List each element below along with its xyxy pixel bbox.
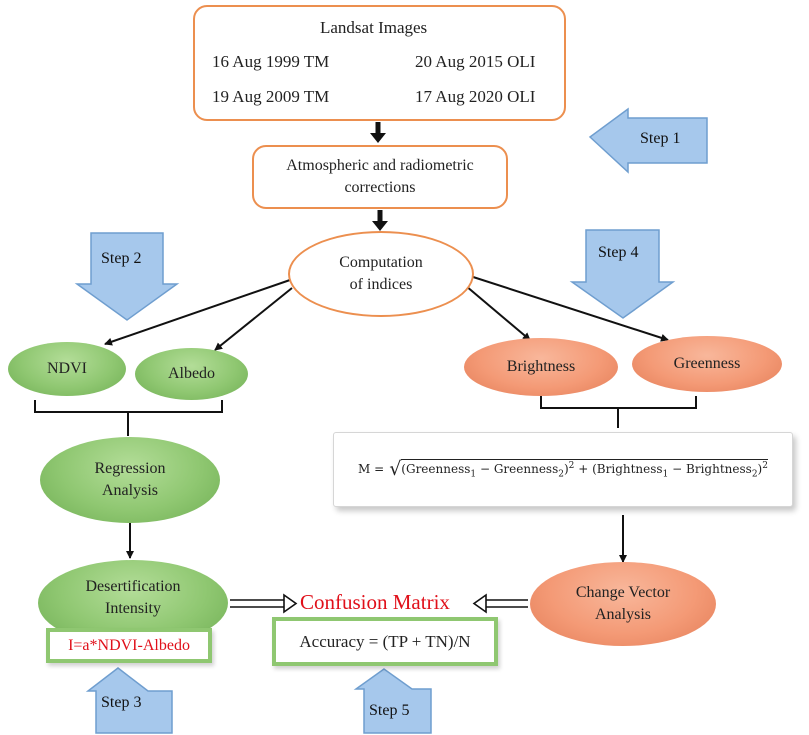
computation-of-indices-node: Computation of indices xyxy=(288,231,474,317)
ndvi-node: NDVI xyxy=(8,342,126,396)
desertification-line2: Intensity xyxy=(105,600,161,617)
step2-arrow-shape xyxy=(74,232,180,321)
corrections-line2: corrections xyxy=(344,179,416,196)
landsat-date-2009: 19 Aug 2009 TM xyxy=(212,87,330,106)
arrow-indices-to-albedo xyxy=(214,287,293,351)
corrections-box: Atmospheric and radiometric corrections xyxy=(252,145,508,209)
regression-line1: Regression xyxy=(94,460,166,477)
arrow-indices-to-brightness xyxy=(465,285,531,341)
step3-label: Step 3 xyxy=(101,694,142,711)
sqrt-sign: √ xyxy=(389,457,402,480)
regression-line2: Analysis xyxy=(102,482,158,499)
landsat-date-2015: 20 Aug 2015 OLI xyxy=(415,52,536,71)
confusion-matrix-title: Confusion Matrix xyxy=(300,590,450,614)
landsat-title: Landsat Images xyxy=(320,18,428,37)
desertification-line1: Desertification xyxy=(85,578,181,595)
albedo-label: Albedo xyxy=(167,365,216,382)
regression-analysis-node: Regression Analysis xyxy=(40,437,220,523)
indices-line1: Computation xyxy=(339,254,423,271)
step1-label: Step 1 xyxy=(640,130,681,147)
cva-line2: Analysis xyxy=(595,606,651,623)
arrow-landsat-to-corrections xyxy=(370,122,386,143)
greenness-node: Greenness xyxy=(632,336,782,392)
double-arrow-desertification-to-confusion xyxy=(230,593,298,614)
brightness-label: Brightness xyxy=(506,358,576,375)
intensity-formula: I=a*NDVI-Albedo xyxy=(68,636,190,654)
landsat-date-2020: 17 Aug 2020 OLI xyxy=(415,87,536,106)
sqrt-content: (Greenness1 − Greenness2)2 + (Brightness… xyxy=(401,459,768,480)
albedo-node: Albedo xyxy=(135,348,248,400)
ndvi-label: NDVI xyxy=(47,360,87,377)
step4-label: Step 4 xyxy=(598,244,639,261)
greenness-label: Greenness xyxy=(673,355,741,372)
double-arrow-cva-to-confusion xyxy=(472,593,528,614)
indices-line2: of indices xyxy=(349,276,413,293)
cva-line1: Change Vector xyxy=(575,584,671,601)
step2-label: Step 2 xyxy=(101,250,142,267)
corrections-line1: Atmospheric and radiometric xyxy=(286,157,474,174)
arrow-corrections-to-indices xyxy=(372,210,388,231)
landsat-date-1999: 16 Aug 1999 TM xyxy=(212,52,330,71)
arrow-indices-to-greenness xyxy=(469,275,669,342)
bracket-brightness-greenness xyxy=(540,396,697,428)
arrow-indices-to-ndvi xyxy=(104,279,291,346)
brightness-node: Brightness xyxy=(464,338,618,396)
accuracy-formula: Accuracy = (TP + TN)/N xyxy=(299,631,471,651)
step3-arrow-shape xyxy=(85,667,173,734)
magnitude-formula: M = √ (Greenness1 − Greenness2)2 + (Brig… xyxy=(358,457,768,480)
bracket-ndvi-albedo xyxy=(34,400,223,436)
step1-arrow-shape xyxy=(588,107,708,174)
change-vector-analysis-node: Change Vector Analysis xyxy=(530,562,716,646)
magnitude-formula-box: M = √ (Greenness1 − Greenness2)2 + (Brig… xyxy=(333,432,793,507)
step5-label: Step 5 xyxy=(369,702,410,719)
accuracy-formula-box: Accuracy = (TP + TN)/N xyxy=(272,617,498,666)
landsat-images-box xyxy=(193,5,566,121)
step4-arrow-shape xyxy=(569,229,676,319)
step5-arrow-shape xyxy=(353,668,432,734)
intensity-formula-box: I=a*NDVI-Albedo xyxy=(46,628,212,663)
